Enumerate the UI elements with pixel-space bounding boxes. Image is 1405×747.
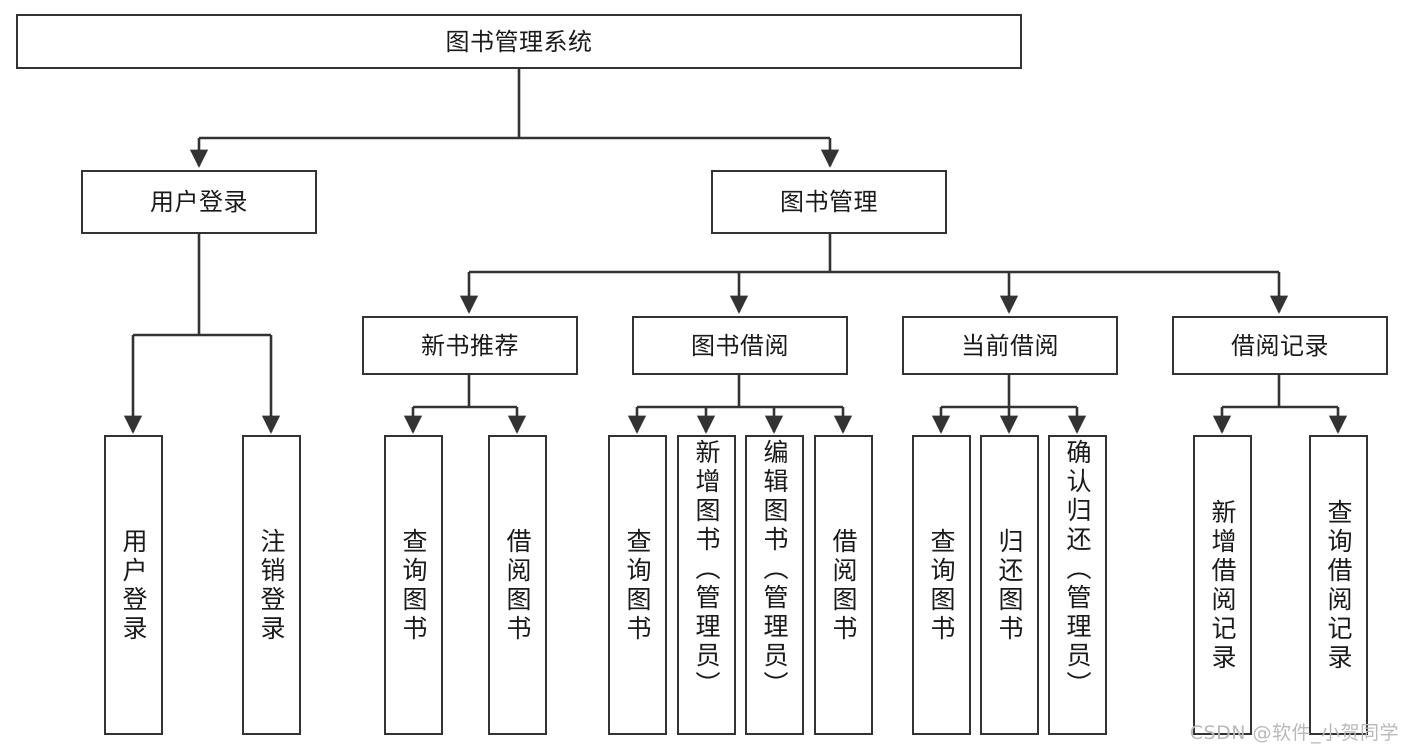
node-label: 注销登录 [257,528,286,644]
node-label: 图书管理系统 [445,27,593,56]
node-label: 编辑图书（管理员） [760,439,789,700]
node-label: 新书推荐 [421,331,519,360]
node-label: 借阅图书 [503,528,532,644]
node-label: 图书借阅 [691,331,789,360]
leaf-query-books-newbook[interactable]: 查询图书 [384,435,443,735]
node-label: 当前借阅 [961,331,1059,360]
leaf-return-books[interactable]: 归还图书 [980,435,1039,735]
node-label: 借阅图书 [829,528,858,644]
node-borrow-records[interactable]: 借阅记录 [1172,316,1388,375]
node-root-book-management-system[interactable]: 图书管理系统 [16,14,1022,69]
leaf-add-book-admin[interactable]: 新增图书（管理员） [677,435,736,735]
node-label: 查询借阅记录 [1324,499,1353,673]
leaf-logout[interactable]: 注销登录 [242,435,301,735]
node-label: 新增图书（管理员） [692,439,721,700]
leaf-edit-book-admin[interactable]: 编辑图书（管理员） [745,435,804,735]
node-label: 确认归还（管理员） [1063,439,1092,700]
leaf-query-borrow-record[interactable]: 查询借阅记录 [1309,435,1368,735]
node-label: 新增借阅记录 [1208,499,1237,673]
leaf-borrow-books-newbook[interactable]: 借阅图书 [488,435,547,735]
leaf-query-books-current[interactable]: 查询图书 [912,435,971,735]
node-label: 查询图书 [399,528,428,644]
leaf-user-login[interactable]: 用户登录 [104,435,163,735]
leaf-borrow-books[interactable]: 借阅图书 [814,435,873,735]
node-label: 借阅记录 [1231,331,1329,360]
leaf-add-borrow-record[interactable]: 新增借阅记录 [1193,435,1252,735]
node-current-borrowing[interactable]: 当前借阅 [902,316,1118,375]
node-label: 用户登录 [150,188,248,216]
node-book-management[interactable]: 图书管理 [711,170,947,234]
node-label: 查询图书 [623,528,652,644]
node-book-borrowing[interactable]: 图书借阅 [632,316,848,375]
node-user-login[interactable]: 用户登录 [81,170,317,234]
node-label: 用户登录 [119,528,148,644]
leaf-query-books-borrow[interactable]: 查询图书 [608,435,667,735]
node-label: 图书管理 [780,188,878,216]
node-label: 查询图书 [927,528,956,644]
node-label: 归还图书 [995,528,1024,644]
node-new-book-recommendation[interactable]: 新书推荐 [362,316,578,375]
leaf-confirm-return-admin[interactable]: 确认归还（管理员） [1048,435,1107,735]
